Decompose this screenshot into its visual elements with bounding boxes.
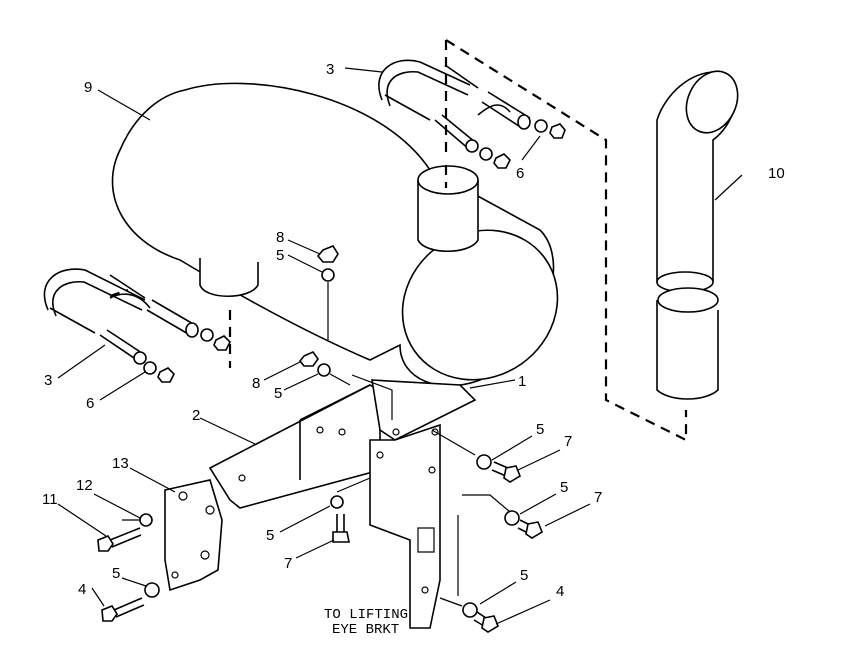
callout-3-left: 3 <box>44 372 52 389</box>
callout-1: 1 <box>518 373 526 390</box>
bolt-7-right-2 <box>504 510 543 539</box>
callout-7-right-1: 7 <box>564 433 572 450</box>
bracket-1 <box>369 379 477 629</box>
callout-9: 9 <box>84 79 92 96</box>
callout-10: 10 <box>768 165 785 182</box>
callout-5-bottom: 5 <box>266 527 274 544</box>
nut-washer-8-5-top <box>316 245 339 340</box>
callout-7-bottom: 7 <box>284 555 292 572</box>
callout-3-top: 3 <box>326 61 334 78</box>
bolt-4-right <box>462 602 499 633</box>
callout-8-top: 8 <box>276 229 284 246</box>
bolt-7-right-1 <box>476 454 521 483</box>
note-line-2: EYE BRKT <box>332 622 399 638</box>
exhaust-stack <box>656 70 739 400</box>
nut-washer-8-5-mid <box>298 351 351 386</box>
lifting-eye-note: TO LIFTING EYE BRKT <box>324 607 408 638</box>
callout-4-left: 4 <box>78 581 86 598</box>
leader-lines <box>57 67 743 625</box>
callout-2: 2 <box>192 407 200 424</box>
callout-4-right: 4 <box>556 583 564 600</box>
note-line-1: TO LIFTING <box>324 607 408 623</box>
bracket-13 <box>164 479 223 592</box>
callout-7-right-2: 7 <box>594 489 602 506</box>
callout-6-top: 6 <box>516 165 524 182</box>
callout-6-left: 6 <box>86 395 94 412</box>
callout-5-right-1: 5 <box>536 421 544 438</box>
u-bolt-top <box>378 59 531 153</box>
bracket-2 <box>208 384 381 509</box>
callout-5-right-3: 5 <box>520 567 528 584</box>
muffler <box>111 82 559 387</box>
alignment-lines <box>109 39 688 607</box>
u-bolt-left <box>43 268 199 365</box>
callout-13: 13 <box>112 455 129 472</box>
nuts-washers-left <box>143 328 231 383</box>
bolt-4-left <box>101 582 160 622</box>
callout-5-right-2: 5 <box>560 479 568 496</box>
bolt-7-bottom <box>330 495 350 543</box>
callout-12: 12 <box>76 477 93 494</box>
callout-5-top: 5 <box>276 247 284 264</box>
callout-5-left: 5 <box>112 565 120 582</box>
callouts: 9 3 10 6 8 5 3 6 8 5 1 2 13 12 11 5 7 5 … <box>42 61 785 600</box>
callout-8-mid: 8 <box>252 375 260 392</box>
callout-11: 11 <box>42 491 58 508</box>
nuts-washers-top <box>479 119 566 169</box>
callout-5-mid: 5 <box>274 385 282 402</box>
